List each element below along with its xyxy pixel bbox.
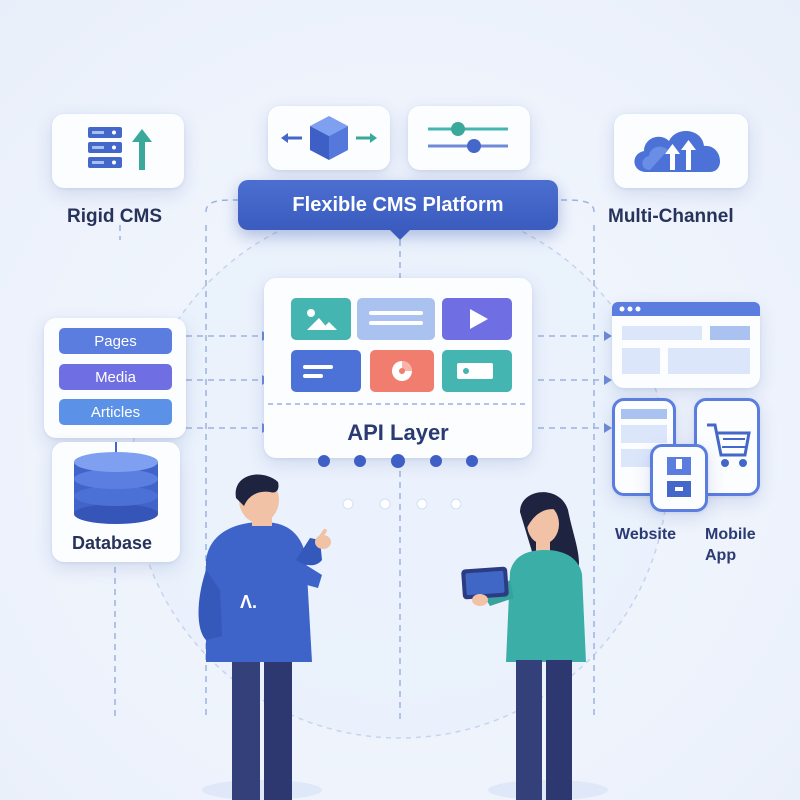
database-icon (74, 442, 158, 524)
settings-sliders-card (408, 106, 530, 170)
content-type-articles: Articles (59, 399, 172, 425)
database-card (52, 442, 180, 562)
package-icon (667, 457, 691, 497)
pie-chart-icon (392, 361, 412, 381)
sliders-icon (428, 122, 508, 153)
mobile-app-label: Mobile App (705, 526, 756, 564)
banner-pointer (388, 228, 412, 240)
content-type-media: Media (59, 364, 172, 390)
browser-window-icon (612, 302, 760, 374)
image-tile (291, 298, 351, 340)
svg-text:Λ.: Λ. (240, 592, 257, 612)
text-tile (357, 298, 435, 340)
media-card-icon (457, 363, 493, 379)
video-tile (442, 298, 512, 340)
cloud-upload-icon (634, 130, 721, 172)
rigid-cms-icon-card (52, 114, 184, 188)
server-stack-upload-icon (88, 127, 152, 170)
document-tile (291, 350, 361, 392)
image-icon (307, 309, 337, 330)
website-preview-card (612, 302, 760, 388)
platform-title-banner: Flexible CMS Platform (238, 180, 558, 230)
tablet-card (650, 444, 708, 512)
multi-channel-icon-card (614, 114, 748, 188)
shopping-cart-icon (707, 423, 751, 467)
website-label: Website (615, 526, 677, 543)
media-tile (442, 350, 512, 392)
man-figure: Λ. (198, 474, 331, 800)
play-icon (470, 309, 488, 329)
cube-arrows-icon (281, 116, 377, 160)
chart-tile (370, 350, 434, 392)
text-lines-icon (369, 311, 423, 325)
api-layer-label: API Layer (347, 420, 449, 445)
rigid-cms-label: Rigid CMS (67, 206, 162, 227)
flexible-cube-card (268, 106, 390, 170)
woman-figure (461, 492, 608, 800)
document-lines-icon (303, 365, 333, 378)
multi-channel-label: Multi-Channel (608, 206, 734, 227)
content-type-pages: Pages (59, 328, 172, 354)
database-label: Database (72, 533, 153, 553)
